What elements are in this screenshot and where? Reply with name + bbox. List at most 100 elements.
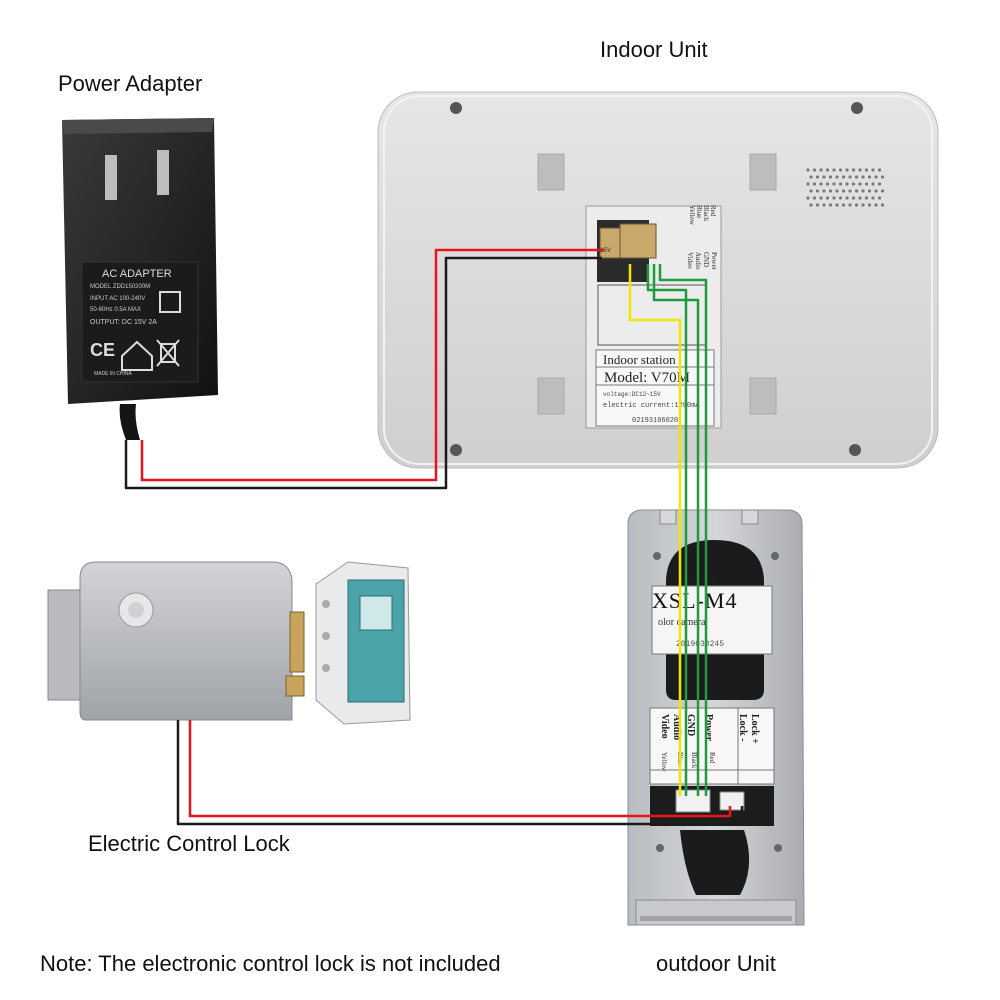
- video-wire-yellow: [628, 264, 682, 796]
- indoor-unit: Indoor station Model: V70M voltage:DC12~…: [377, 91, 939, 469]
- gnd-wire-green: [652, 264, 700, 796]
- speaker-hole: [880, 203, 885, 207]
- speaker-hole: [806, 182, 810, 186]
- outdoor-terminal-header: Video: [659, 714, 670, 739]
- speaker-hole: [854, 203, 859, 207]
- speaker-hole: [874, 189, 878, 193]
- outdoor-connector-socket: [675, 789, 711, 813]
- speaker-hole: [858, 196, 862, 200]
- waste-bin-icon: [156, 339, 180, 367]
- speaker-hole: [861, 203, 865, 207]
- speaker-hole: [864, 182, 869, 186]
- indoor-dc-label: 15V: [600, 247, 611, 254]
- speaker-hole: [845, 196, 849, 200]
- outdoor-top-tab: [741, 509, 759, 525]
- audio-wire-green: [646, 264, 688, 796]
- speaker-hole: [828, 203, 833, 207]
- speaker-hole: [815, 189, 820, 193]
- adapter-label-freq: 50-60Hz 0.5A MAX: [90, 307, 142, 313]
- screw-hole-icon: [849, 444, 861, 456]
- adapter-ce-mark: CE: [90, 340, 115, 360]
- speaker-hole: [812, 182, 817, 186]
- speaker-hole: [864, 196, 869, 200]
- adapter-label-title: AC ADAPTER: [102, 268, 172, 280]
- outdoor-color-label: Yellow: [660, 752, 668, 773]
- speaker-hole: [832, 182, 836, 186]
- speaker-hole: [880, 175, 885, 179]
- adapter-label: [81, 261, 199, 383]
- speaker-hole: [877, 168, 882, 172]
- outdoor-terminal-header: Lock -: [737, 714, 748, 742]
- speaker-hole: [851, 168, 856, 172]
- outdoor-lock-socket: [719, 791, 745, 811]
- house-icon: [121, 340, 153, 371]
- speaker-hole: [877, 182, 882, 186]
- indoor-label-current: electric current:1200mA: [603, 402, 700, 410]
- outdoor-lower-cutout: [680, 830, 750, 895]
- speaker-hole: [835, 175, 839, 179]
- speaker-hole: [819, 168, 823, 172]
- adapter-label-input: INPUT AC 100-240V: [90, 296, 146, 302]
- indoor-color-label: Black: [702, 205, 710, 222]
- speaker-hole: [861, 175, 865, 179]
- speaker-hole: [828, 189, 833, 193]
- speaker-hole: [815, 203, 820, 207]
- speaker-hole: [848, 175, 852, 179]
- speaker-hole: [832, 196, 836, 200]
- square-icon: [159, 291, 181, 313]
- speaker-hole: [848, 203, 852, 207]
- speaker-hole: [815, 175, 820, 179]
- speaker-hole: [838, 168, 843, 172]
- indoor-func-label: Audio: [694, 252, 702, 270]
- speaker-hole: [809, 175, 813, 179]
- speaker-hole: [822, 175, 826, 179]
- speaker-hole: [838, 182, 843, 186]
- power-adapter-title: Power Adapter: [58, 71, 203, 96]
- indoor-color-label: Blue: [695, 205, 703, 218]
- electric-lock-title: Electric Control Lock: [88, 831, 290, 856]
- speaker-hole: [867, 189, 872, 193]
- speaker-hole: [877, 196, 882, 200]
- speaker-hole: [828, 175, 833, 179]
- indoor-color-labels: Yellow Blue Black Red: [688, 205, 717, 226]
- lock-latch: [289, 611, 305, 673]
- note-text: Note: The electronic control lock is not…: [40, 951, 501, 976]
- speaker-hole: [812, 196, 817, 200]
- screw-hole-icon: [653, 552, 661, 560]
- mount-slot: [749, 377, 777, 415]
- speaker-hole: [809, 189, 813, 193]
- power-wire-green: [658, 264, 708, 796]
- speaker-hole: [848, 189, 852, 193]
- indoor-spec-sticker: [595, 349, 715, 427]
- speaker-hole: [851, 196, 856, 200]
- outdoor-terminal-headers: Video Audio GND Power Lock - Lock +: [659, 714, 760, 744]
- speaker-hole: [880, 189, 885, 193]
- speaker-hole: [841, 203, 846, 207]
- indoor-function-labels: Power GND Audio Video: [686, 252, 718, 271]
- adapter-cable-strain-relief: [119, 404, 140, 440]
- outdoor-bottom-rail: [635, 899, 797, 926]
- speaker-hole: [874, 203, 878, 207]
- adapter-plug-prong-right: [157, 150, 169, 195]
- indoor-color-label: Red: [709, 205, 717, 217]
- outdoor-label-serial: 2019030245: [676, 640, 724, 649]
- speaker-hole: [867, 175, 872, 179]
- outdoor-unit: or stat XSL-M4 olor camera 2019030245 Vi…: [627, 509, 805, 926]
- outdoor-color-label: Black: [690, 752, 698, 769]
- speaker-hole: [822, 203, 826, 207]
- screw-hole-icon: [851, 102, 863, 114]
- speaker-hole: [867, 203, 872, 207]
- speaker-hole: [819, 196, 823, 200]
- speaker-hole: [822, 189, 826, 193]
- lock-wire-red: [188, 720, 732, 818]
- adapter-plug-prong-left: [105, 155, 117, 200]
- screw-hole-icon: [450, 102, 462, 114]
- speaker-hole: [809, 203, 813, 207]
- indoor-connector-socket: [619, 223, 657, 259]
- speaker-hole: [841, 189, 846, 193]
- power-adapter: CE: [62, 118, 218, 440]
- mount-slot: [537, 377, 565, 415]
- adapter-label-origin: MADE IN CHINA: [94, 371, 132, 377]
- adapter-label-output: OUTPUT: DC 15V 2A: [90, 319, 157, 326]
- indoor-func-label: Video: [686, 252, 694, 269]
